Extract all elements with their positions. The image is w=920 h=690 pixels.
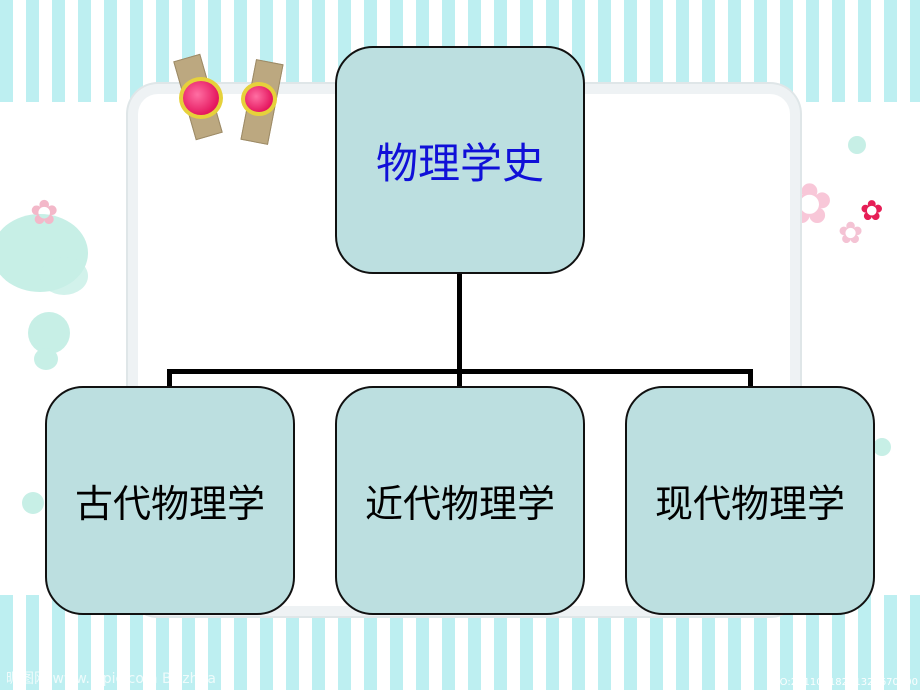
flower-icon: ✿ <box>838 216 864 251</box>
decor-circle <box>848 136 866 154</box>
watermark-right: NO:20110718201320670000 <box>772 677 918 688</box>
decor-circle <box>34 348 58 370</box>
flower-icon: ✿ <box>30 193 59 233</box>
diagram-node-modern-physics: 近代物理学 <box>335 386 585 615</box>
watermark-left: 昵图网 www.nipic.com BY:zhua <box>6 671 216 687</box>
connector-vertical-root <box>457 274 462 372</box>
connector-vertical-middle <box>457 369 462 387</box>
diagram-node-contemporary-physics: 现代物理学 <box>625 386 875 615</box>
diagram-node-label: 现代物理学 <box>654 482 845 526</box>
decor-circle <box>40 257 88 295</box>
diagram-node-ancient-physics: 古代物理学 <box>45 386 295 615</box>
diagram-root-node: 物理学史 <box>335 46 585 274</box>
flower-icon: ✿ <box>860 194 884 227</box>
decor-circle <box>22 492 44 514</box>
diagram-root-label: 物理学史 <box>375 138 544 188</box>
decor-circle <box>873 438 891 456</box>
decor-circle <box>28 312 70 354</box>
diagram-node-label: 近代物理学 <box>364 482 555 526</box>
diagram-node-label: 古代物理学 <box>74 482 265 526</box>
connector-vertical-left <box>167 369 172 387</box>
connector-vertical-right <box>748 369 753 387</box>
flower-icon: ✿ <box>786 172 833 237</box>
gem-decoration <box>241 82 277 116</box>
gem-decoration <box>179 77 223 119</box>
